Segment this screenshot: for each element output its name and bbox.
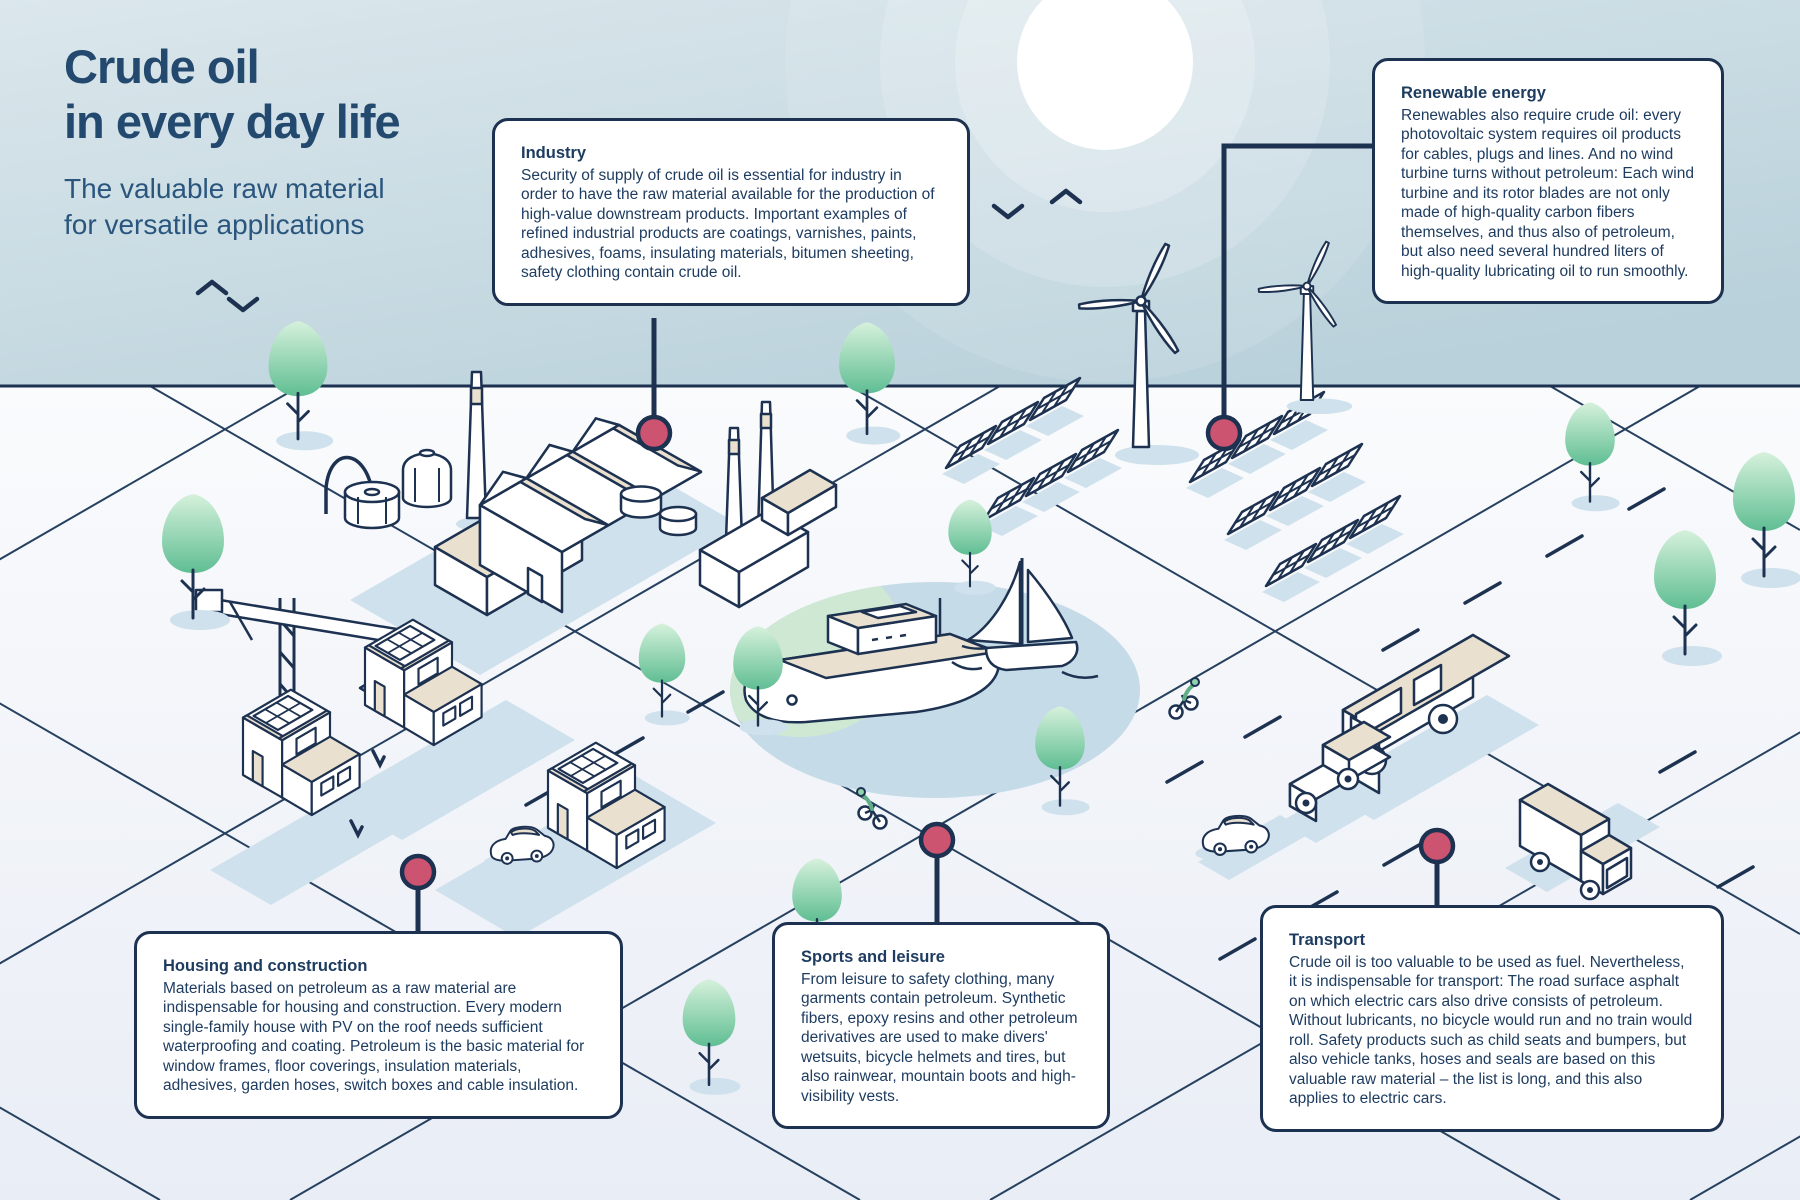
callout-housing-construction: Housing and construction Materials based… — [134, 931, 623, 1119]
connector-renewable — [1221, 143, 1374, 433]
callout-industry: Industry Security of supply of crude oil… — [492, 118, 970, 306]
page-title: Crude oil in every day life — [64, 40, 401, 149]
location-marker-transport — [1421, 830, 1453, 862]
door — [526, 566, 544, 604]
title-line-1: Crude oil — [64, 40, 260, 93]
title-line-2: in every day life — [64, 94, 401, 148]
factory-illustration — [324, 370, 838, 617]
callout-sports-body: From leisure to safety clothing, many ga… — [801, 970, 1078, 1105]
page-subtitle: The valuable raw material for versatile … — [64, 171, 400, 244]
callout-renewable-body: Renewables also require crude oil: every… — [1401, 106, 1694, 280]
callout-sports-leisure: Sports and leisure From leisure to safet… — [772, 922, 1110, 1130]
callout-industry-body: Security of supply of crude oil is essen… — [521, 166, 935, 282]
location-marker-industry — [638, 417, 670, 449]
title-block: Crude oil in every day life The valuable… — [64, 40, 401, 244]
suv — [1288, 720, 1392, 823]
callout-sports-heading: Sports and leisure — [801, 948, 945, 966]
location-marker-renewable — [1208, 417, 1240, 449]
road-dashes — [524, 487, 1755, 961]
location-marker-sports — [921, 824, 953, 856]
callout-transport-body: Crude oil is too valuable to be used as … — [1289, 953, 1693, 1108]
callout-industry-heading: Industry — [521, 144, 587, 162]
callout-renewable-heading: Renewable energy — [1401, 84, 1546, 102]
truck — [1518, 782, 1633, 901]
location-marker-housing — [402, 856, 434, 888]
callout-transport: Transport Crude oil is too valuable to b… — [1260, 905, 1724, 1132]
subtitle-line-1: The valuable raw material — [64, 173, 385, 205]
ferry-ship — [743, 598, 1000, 724]
cyclist — [856, 787, 888, 830]
callout-connectors — [402, 143, 1453, 936]
cyclist — [1168, 677, 1200, 720]
callout-housing-body: Materials based on petroleum as a raw ma… — [163, 979, 585, 1095]
callout-housing-heading: Housing and construction — [163, 957, 368, 975]
sailboat — [951, 558, 1099, 680]
callout-renewable-energy: Renewable energy Renewables also require… — [1372, 58, 1724, 305]
subtitle-line-2: for versatile applications — [64, 209, 365, 241]
callout-transport-heading: Transport — [1289, 931, 1366, 949]
